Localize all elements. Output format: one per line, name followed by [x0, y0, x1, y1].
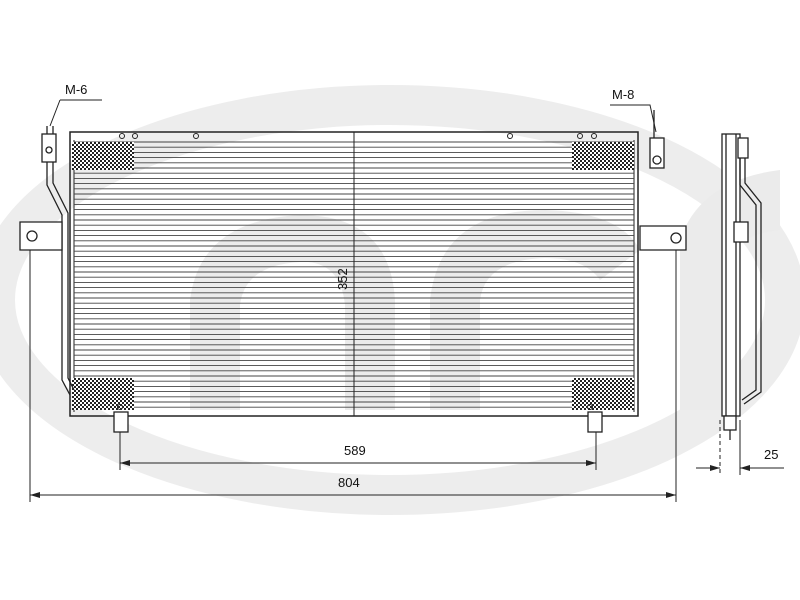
fin-mesh-top-right: [572, 142, 634, 170]
thread-label-left: M-6: [49, 82, 102, 127]
dimension-depth: 25: [696, 420, 784, 475]
right-fitting: [649, 110, 665, 169]
bottom-pins: [113, 411, 603, 433]
thread-label-right: M-8: [610, 87, 657, 133]
svg-text:589: 589: [344, 443, 366, 458]
fin-mesh-top-left: [72, 142, 134, 170]
dimension-height: 352: [335, 132, 355, 416]
svg-text:M-8: M-8: [612, 87, 634, 102]
left-bracket: [19, 221, 63, 251]
dimension-inner-width: 589: [119, 432, 597, 470]
svg-text:352: 352: [335, 268, 350, 290]
fin-mesh-bottom-left: [72, 378, 134, 410]
right-bracket: [639, 225, 687, 251]
side-view: [721, 133, 762, 440]
fin-mesh-bottom-right: [572, 378, 634, 410]
dimension-overall-width: 804: [29, 250, 677, 502]
svg-text:M-6: M-6: [65, 82, 87, 97]
left-pipe: [41, 126, 75, 396]
svg-text:804: 804: [338, 475, 360, 490]
svg-text:25: 25: [764, 447, 778, 462]
